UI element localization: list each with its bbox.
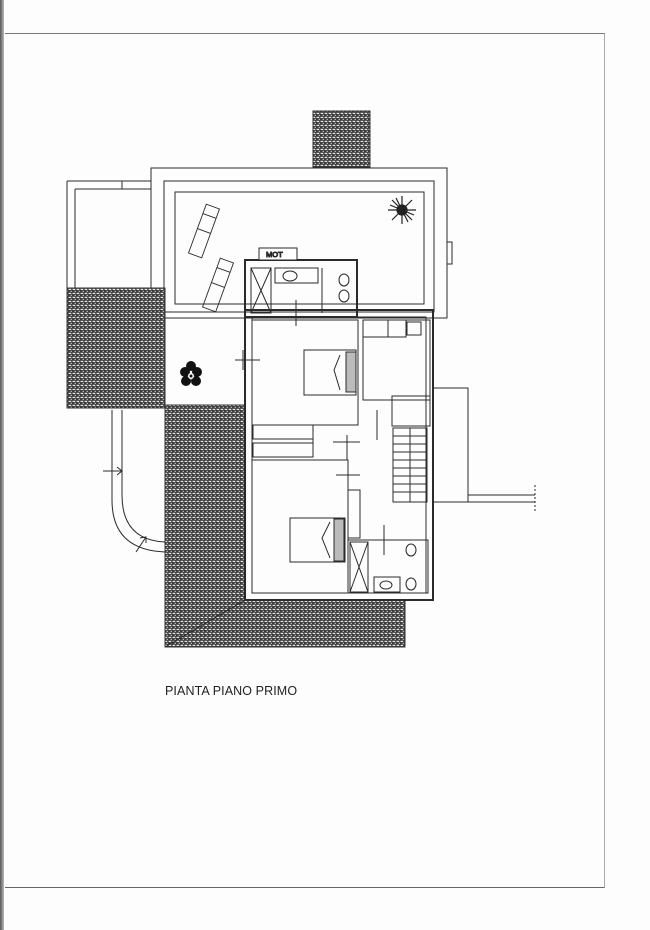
- sheet-frame: [5, 33, 605, 888]
- terrace-inner-1: [163, 180, 435, 313]
- plant-icon-top: [388, 196, 416, 224]
- terrace-inner-2: [174, 191, 425, 305]
- sun-lounger-icons: [187, 203, 235, 313]
- ramp-path: [111, 410, 166, 553]
- drawing-title: PIANTA PIANO PRIMO: [165, 684, 298, 698]
- bedroom-1: [251, 319, 359, 426]
- kitchenette: [362, 319, 431, 401]
- bathroom-upper: [244, 259, 358, 318]
- stair-treads: [393, 435, 427, 493]
- plant-icon-bottom: [180, 361, 202, 386]
- house-outline: [244, 309, 434, 601]
- hatch-bottom: [164, 404, 406, 648]
- page-edge: [0, 0, 4, 930]
- chimney-hatch: [312, 110, 371, 168]
- terrace-outer: [150, 167, 448, 319]
- hatch-left: [66, 287, 166, 409]
- bed-2: [289, 517, 346, 563]
- mot-label: MOT: [266, 250, 283, 259]
- bathroom-lower: [347, 539, 429, 594]
